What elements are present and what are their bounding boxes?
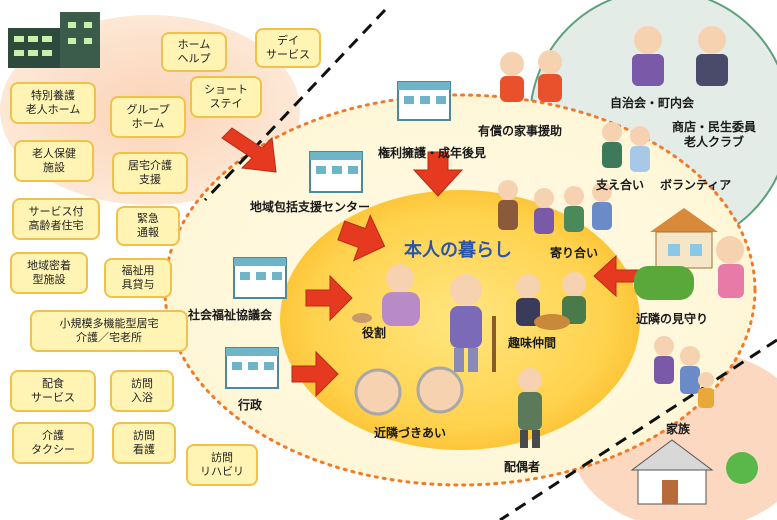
service-meal-delivery: 配食 サービス: [10, 370, 96, 412]
service-care-support: 居宅介護 支援: [112, 152, 188, 194]
family-house-illustration: [630, 439, 758, 505]
service-welfare-equipment: 福祉用 具貸与: [104, 258, 172, 298]
label-houkatsu: 地域包括支援センター: [250, 200, 371, 214]
service-small-multifunction: 小規模多機能型居宅 介護／宅老所: [30, 310, 188, 352]
label-paid-housework: 有償の家事援助: [478, 124, 563, 138]
service-short-stay: ショート ステイ: [190, 76, 262, 118]
helpers-illustration: [500, 50, 562, 102]
divider-line-right: [499, 338, 777, 520]
nursing-home-building-icon: [8, 12, 100, 68]
hobby-friends-illustration: [516, 272, 586, 330]
building-icon-gyousei: [225, 347, 279, 389]
label-kenri: 権利擁護・成年後見: [378, 146, 487, 160]
family-illustration: [654, 336, 714, 408]
building-icon-shakyo: [233, 257, 287, 299]
arrow-kenri: [412, 151, 464, 197]
building-icon-kenri: [397, 81, 451, 121]
service-home-bathing: 訪問 入浴: [110, 370, 174, 412]
house-illustration: [634, 208, 744, 300]
building-icon-houkatsu: [309, 151, 363, 193]
label-family: 家族: [666, 422, 691, 436]
label-neighborhood-association: 自治会・町内会: [610, 96, 695, 110]
neighbors-illustration: [354, 366, 464, 416]
label-neighbor-watch: 近隣の見守り: [636, 312, 709, 326]
arrow-shakyo: [305, 274, 353, 322]
label-role: 役割: [362, 326, 387, 340]
label-volunteer: ボランティア: [660, 178, 732, 192]
service-home-rehab: 訪問 リハビリ: [186, 444, 258, 486]
service-home-help: ホーム ヘルプ: [161, 32, 227, 72]
community-leaders-illustration: [632, 26, 728, 86]
label-gathering: 寄り合い: [550, 246, 599, 260]
label-shakyo: 社会福祉協議会: [188, 308, 273, 322]
mutual-support-illustration: [602, 122, 650, 172]
service-community-facility: 地域密着 型施設: [10, 252, 88, 294]
spouse-illustration: [518, 368, 542, 448]
gathering-illustration: [498, 180, 612, 234]
label-mutual-support: 支え合い: [596, 178, 645, 192]
arrow-gyousei: [291, 350, 339, 398]
service-day-service: デイ サービス: [255, 28, 321, 68]
service-emergency-call: 緊急 通報: [116, 206, 180, 246]
service-home-nursing: 訪問 看護: [112, 422, 176, 464]
service-elderly-housing: サービス付 高齢者住宅: [12, 198, 100, 240]
label-neighborhood: 近隣づきあい: [374, 426, 447, 440]
divider-line-left: [203, 8, 387, 202]
label-hobby-friends: 趣味仲間: [508, 336, 557, 350]
service-group-home: グループ ホーム: [110, 96, 186, 138]
service-geriatric-health-facility: 老人保健 施設: [14, 140, 94, 182]
arrow-houkatsu: [337, 214, 386, 262]
service-special-nursing-home: 特別養護 老人ホーム: [10, 82, 96, 124]
label-gyousei: 行政: [238, 398, 263, 412]
arrow-services: [221, 127, 277, 173]
role-illustration: [352, 264, 420, 326]
label-shops-welfare: 商店・民生委員 老人クラブ: [672, 120, 757, 149]
service-care-taxi: 介護 タクシー: [12, 422, 94, 464]
main-person-illustration: [450, 274, 496, 372]
label-spouse: 配偶者: [504, 460, 541, 474]
center-title: 本人の暮らし: [404, 240, 512, 261]
